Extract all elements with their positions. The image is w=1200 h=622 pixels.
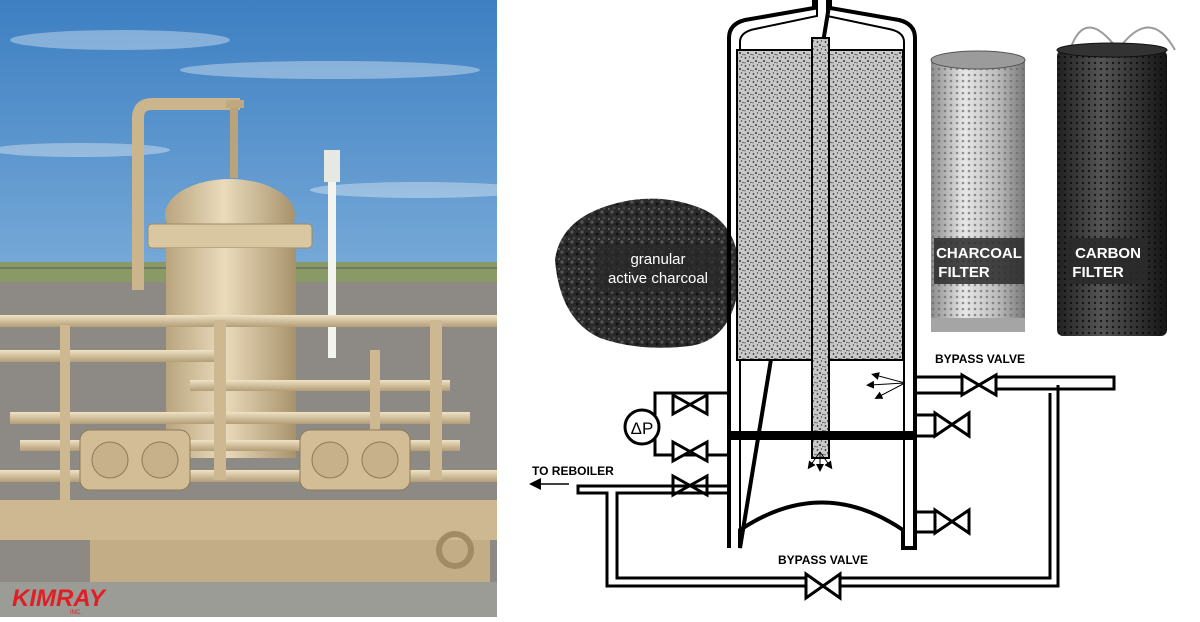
- to-reboiler-label: TO REBOILER: [532, 464, 614, 478]
- vessel-inner: [739, 0, 905, 548]
- carbon-filter-label-2: FILTER: [1072, 264, 1124, 281]
- inlet-valve: [671, 392, 709, 417]
- carbon-filter-cartridge: CARBON FILTER: [1056, 26, 1176, 336]
- vessel-outer: [727, 0, 917, 550]
- header-bar: [729, 431, 915, 440]
- outlet-spray: [807, 451, 833, 472]
- charcoal-filter-cartridge: CHARCOAL FILTER: [930, 50, 1026, 332]
- skid-base: [90, 540, 490, 582]
- gauge-valve: [671, 439, 709, 464]
- kimray-logo: KIMRAY: [12, 585, 107, 612]
- tank-flange: [147, 223, 313, 249]
- charcoal-filter-label-1: CHARCOAL: [936, 245, 1022, 262]
- bypass-valve-bottom: [804, 571, 842, 601]
- granular-label: granular: [630, 251, 685, 268]
- bypass-valve-bottom-label: BYPASS VALVE: [778, 553, 868, 567]
- kimray-logo-sub: INC.: [70, 610, 82, 616]
- pump-left: [79, 429, 191, 491]
- carbon-filter-label-1: CARBON: [1075, 245, 1141, 262]
- charcoal-pile: granular active charcoal: [555, 198, 740, 348]
- pump-right: [299, 429, 411, 491]
- drain-valve-lower: [933, 507, 971, 536]
- reboiler-line: [576, 484, 806, 588]
- bypass-valve-top-label: BYPASS VALVE: [935, 352, 1025, 366]
- equipment-photo: KIMRAY INC.: [0, 0, 530, 617]
- white-pipe: [328, 178, 336, 358]
- bypass-valve-top: [960, 372, 998, 398]
- clouds: [0, 30, 530, 198]
- center-tube: [811, 37, 830, 459]
- pressure-gauge-label: ΔP: [631, 419, 654, 438]
- drain-valve-upper: [933, 410, 971, 439]
- pipe-rack: [0, 315, 497, 525]
- skid: [0, 500, 497, 540]
- vent-pipe: [132, 98, 240, 290]
- active-charcoal-label: active charcoal: [608, 270, 708, 287]
- charcoal-filter-label-2: FILTER: [938, 264, 990, 281]
- bypass-spray: [866, 372, 906, 399]
- pressure-gauge: [623, 408, 661, 446]
- filter-schematic: ΔP TO REBOILER BYPASS VALVE BYPASS VALVE: [529, 0, 1116, 601]
